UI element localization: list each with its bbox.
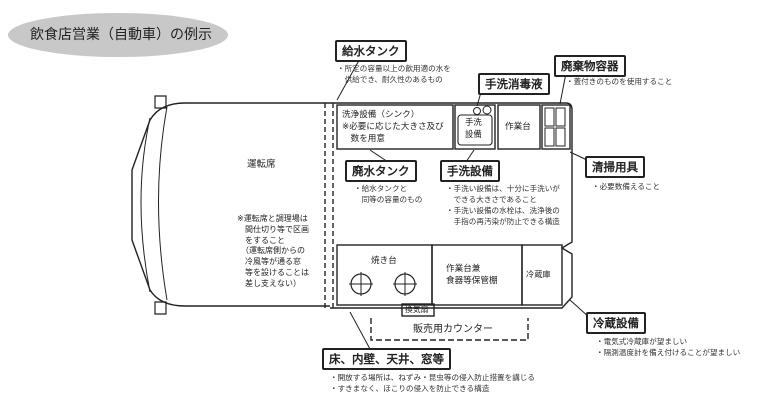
storage-shelf: 作業台兼 食器等保管棚 xyxy=(446,264,498,287)
driver-partition-note: ※運転席と調理場は 間仕切り等で区画 をすること （運転席側からの 冷風等が通る… xyxy=(237,214,309,288)
waste-tank-note: ・給水タンクと 同等の容量のもの xyxy=(354,184,423,204)
hand-sanitizer-label: 手洗消毒液 xyxy=(478,73,550,95)
waste-container-note: ・蓋付きのものを使用すること xyxy=(566,77,673,86)
sink-unit: 洗浄設備（シンク） ※必要に応じた大きさ及び 数を用意 xyxy=(342,110,444,145)
driver-seat-label: 運転席 xyxy=(247,159,276,170)
work-table: 作業台 xyxy=(505,122,531,132)
vent-label: 換気扇 xyxy=(405,305,429,314)
cleaning-tools-note: ・必要数備えること xyxy=(592,182,661,191)
title-oval xyxy=(8,13,228,57)
grill-label: 焼き台 xyxy=(371,256,397,266)
waste-tank-label: 廃水タンク xyxy=(345,160,417,182)
sales-counter-label: 販売用カウンター xyxy=(413,324,493,335)
hand-wash-unit: 手洗 設備 xyxy=(465,117,482,139)
floor-walls-label: 床、内壁、天井、窓等 xyxy=(322,348,451,370)
water-tank-label: 給水タンク xyxy=(335,40,407,62)
refrigeration-label: 冷蔵設備 xyxy=(586,312,646,334)
waste-container-label: 廃棄物容器 xyxy=(554,55,626,77)
cleaning-tools-label: 清掃用具 xyxy=(585,156,645,178)
hand-wash-label: 手洗設備 xyxy=(440,160,500,182)
refrigeration-note: ・電気式冷蔵庫が望ましい ・隔測温度計を備え付けることが望ましい xyxy=(596,337,741,357)
page-title: 飲食店営業（自動車）の例示 xyxy=(30,27,212,43)
fridge-label: 冷蔵庫 xyxy=(526,269,551,279)
hand-wash-note: ・手洗い設備は、十分に手洗いが できる大きさであること ・手洗い設備の水栓は、洗… xyxy=(446,184,560,226)
floor-walls-note: ・開放する場所は、ねずみ・昆虫等の侵入防止措置を講じる ・すきまなく、ほこりの侵… xyxy=(330,373,536,393)
water-tank-note: ・所定の容量以上の飲用適の水を 供給でき、耐久性のあるもの xyxy=(337,64,451,84)
